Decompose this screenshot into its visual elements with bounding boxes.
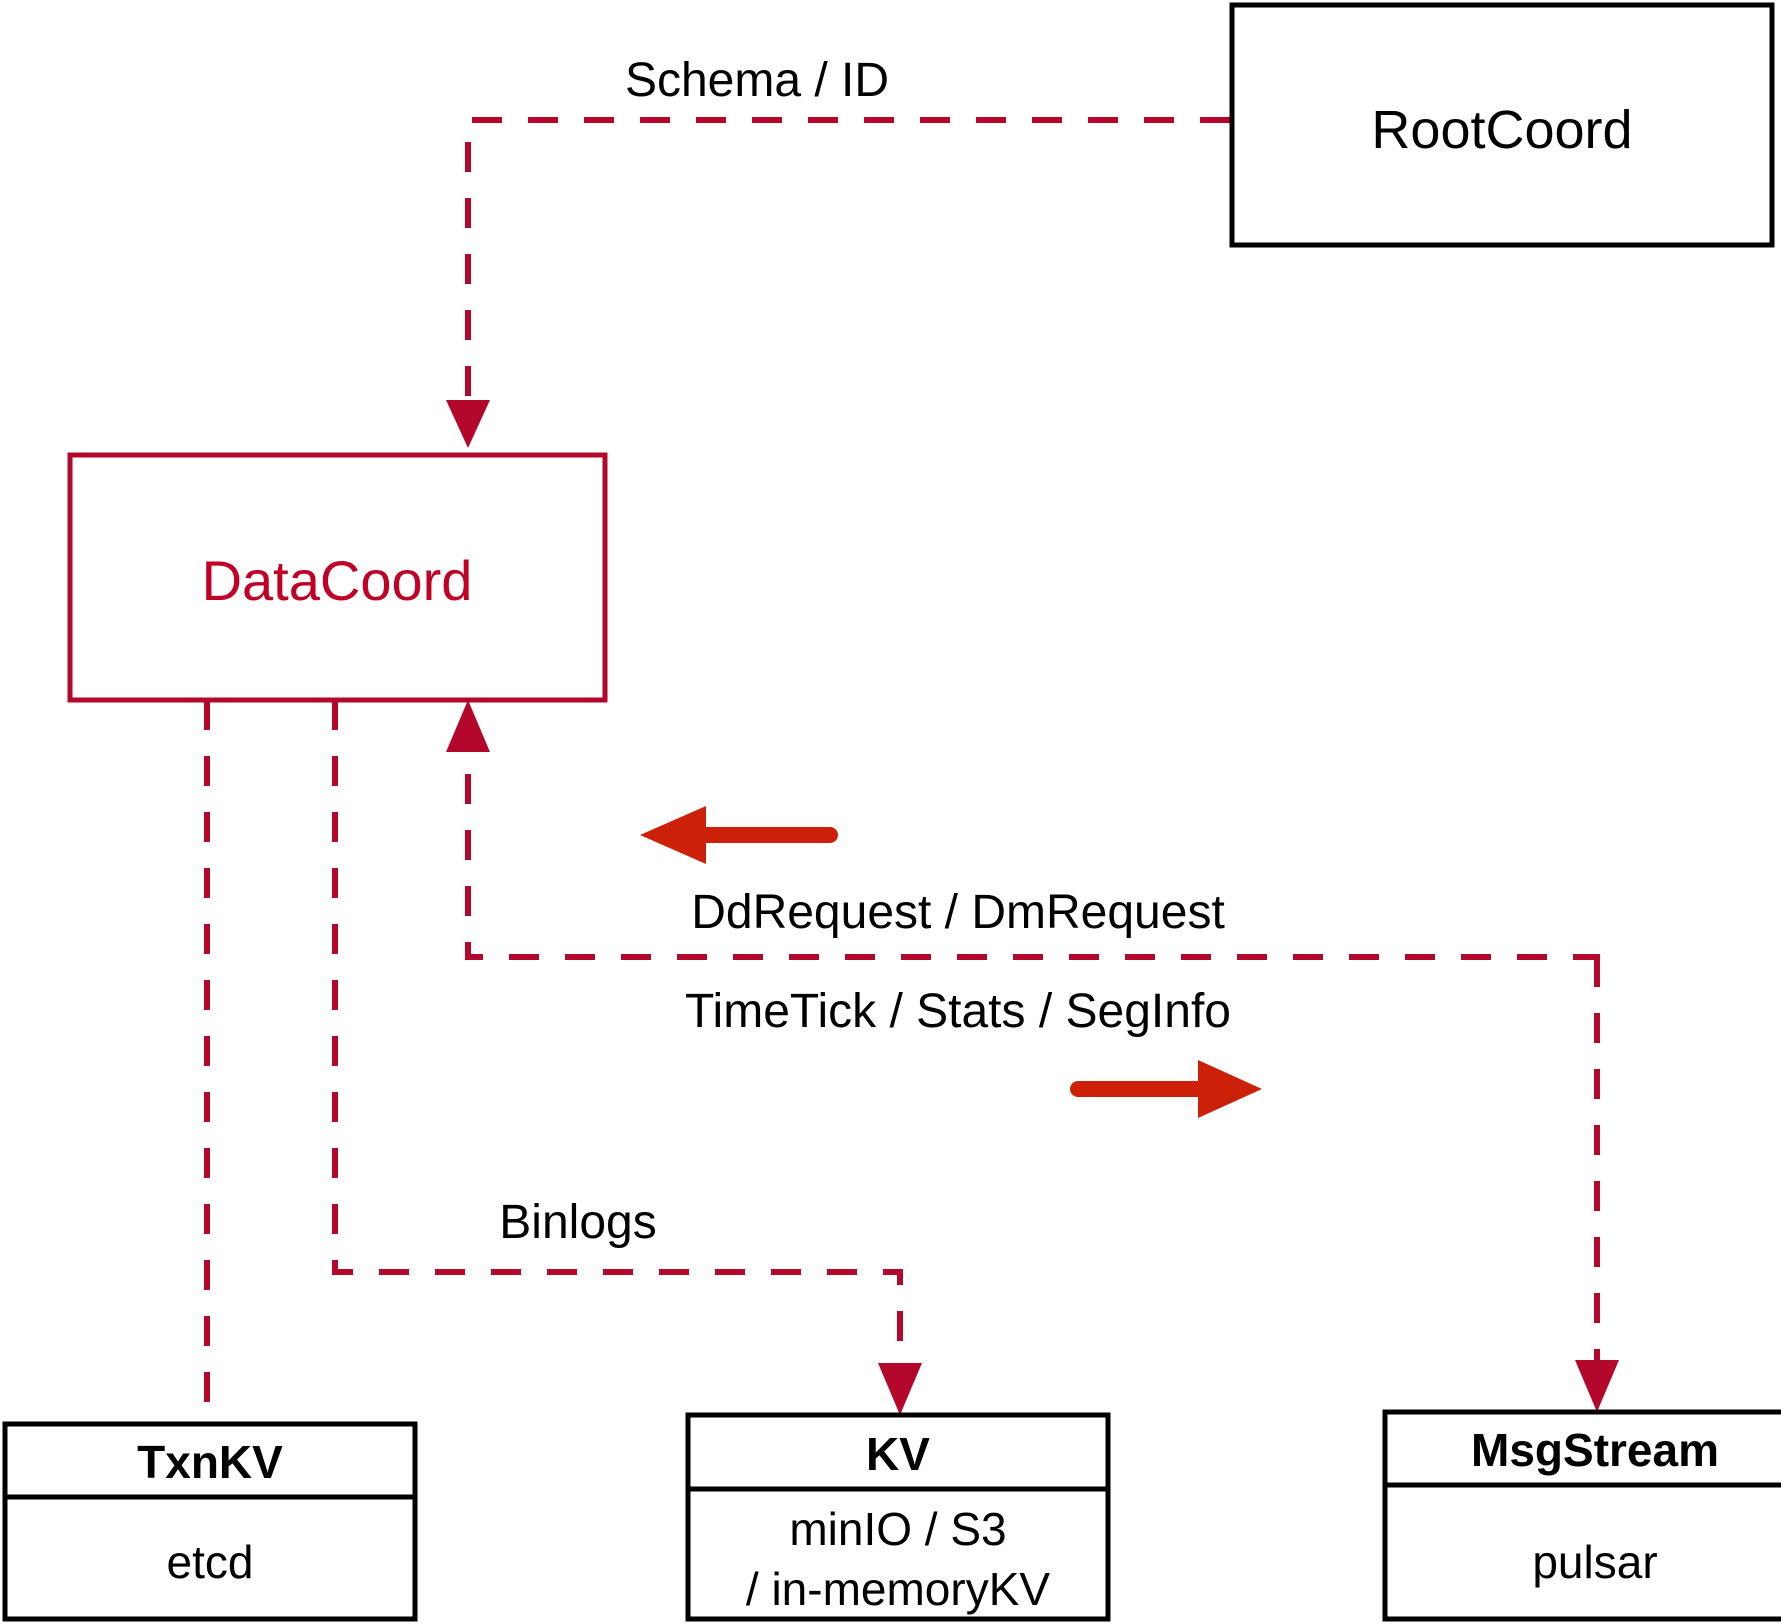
node-kv[interactable]: KV minIO / S3 / in-memoryKV	[685, 1412, 1111, 1622]
node-msgstream-rect	[1382, 1409, 1781, 1622]
edge-binlogs-arrowhead	[878, 1363, 922, 1415]
node-datacoord-rect	[67, 452, 608, 703]
node-txnkv-rect	[2, 1421, 418, 1622]
node-datacoord[interactable]: DataCoord	[67, 452, 608, 703]
flow-arrow-right-head	[1198, 1060, 1262, 1118]
node-msgstream-sublabel: pulsar	[1532, 1536, 1657, 1588]
node-txnkv-label: TxnKV	[137, 1436, 283, 1488]
node-kv-rect	[685, 1412, 1111, 1622]
node-txnkv[interactable]: TxnKV etcd	[2, 1421, 418, 1622]
node-datacoord-label: DataCoord	[202, 549, 473, 612]
edge-label-ddrequest-dmrequest: DdRequest / DmRequest	[691, 886, 1225, 939]
edge-binlogs-path	[332, 700, 903, 1370]
edge-msgstream-arrowhead	[1575, 1360, 1619, 1412]
flow-arrow-left-head	[640, 806, 706, 864]
edge-label-binlogs: Binlogs	[499, 1196, 656, 1249]
node-kv-label: KV	[866, 1428, 930, 1480]
node-kv-sublabel-line2: / in-memoryKV	[746, 1563, 1050, 1615]
edge-msgbus-arrowhead	[446, 700, 490, 752]
edge-schema-id-path	[465, 117, 1230, 405]
edge-schema-id-arrowhead	[446, 400, 490, 448]
node-txnkv-sublabel: etcd	[167, 1536, 254, 1588]
node-rootcoord-rect	[1229, 2, 1775, 248]
node-kv-sublabel-line1: minIO / S3	[789, 1503, 1006, 1555]
node-msgstream[interactable]: MsgStream pulsar	[1382, 1409, 1781, 1622]
edge-label-timetick-stats-seginfo: TimeTick / Stats / SegInfo	[685, 985, 1231, 1038]
node-rootcoord[interactable]: RootCoord	[1229, 2, 1775, 248]
edge-label-schema-id: Schema / ID	[625, 54, 889, 107]
node-msgstream-label: MsgStream	[1471, 1424, 1719, 1476]
node-rootcoord-label: RootCoord	[1371, 100, 1632, 160]
